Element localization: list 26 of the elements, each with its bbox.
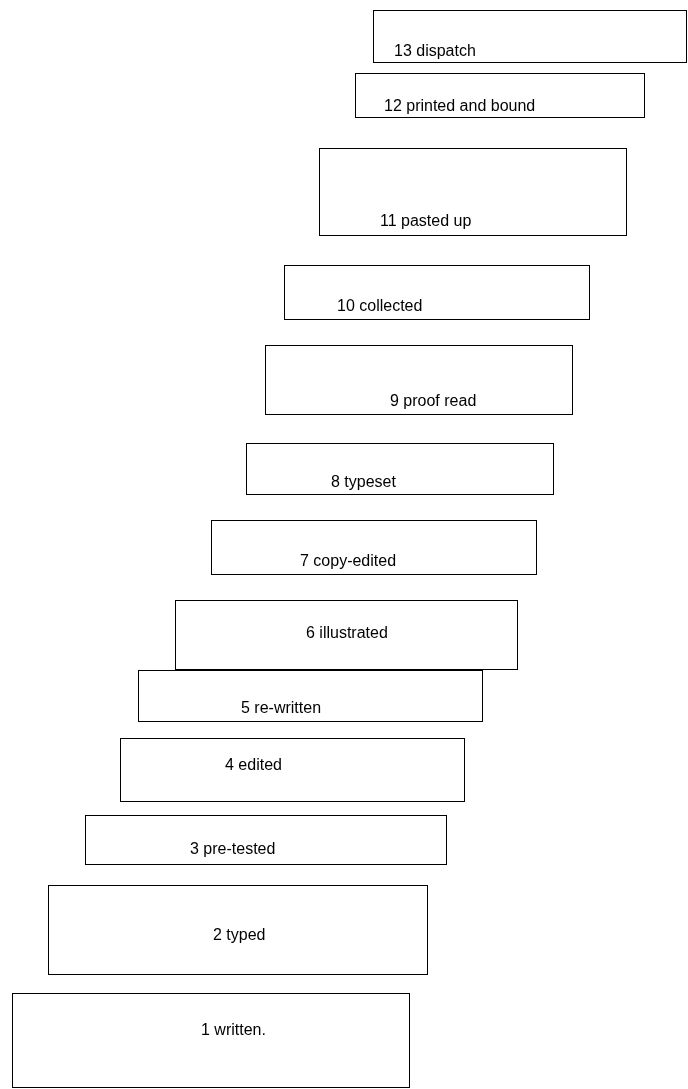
step-label: 4 edited <box>225 755 282 775</box>
step-box <box>48 885 428 975</box>
step-box <box>175 600 518 670</box>
step-box <box>211 520 537 575</box>
step-label: 12 printed and bound <box>384 96 536 116</box>
step-box <box>319 148 627 236</box>
step-label: 5 re-written <box>241 698 322 718</box>
step-box <box>246 443 554 495</box>
step-label: 6 illustrated <box>306 623 388 643</box>
step-label: 13 dispatch <box>394 41 476 61</box>
step-box <box>373 10 687 63</box>
step-label: 3 pre-tested <box>190 839 276 859</box>
step-box <box>120 738 465 802</box>
step-box <box>85 815 447 865</box>
step-label: 8 typeset <box>331 472 396 492</box>
step-label: 7 copy-edited <box>300 551 397 571</box>
step-box <box>355 73 645 118</box>
step-box <box>265 345 573 415</box>
step-label: 1 written. <box>201 1020 266 1040</box>
step-label: 9 proof read <box>390 391 477 411</box>
step-box <box>284 265 590 320</box>
step-label: 2 typed <box>213 925 266 945</box>
step-label: 11 pasted up <box>380 211 472 231</box>
step-label: 10 collected <box>337 296 423 316</box>
step-box <box>138 670 483 722</box>
step-box <box>12 993 410 1088</box>
